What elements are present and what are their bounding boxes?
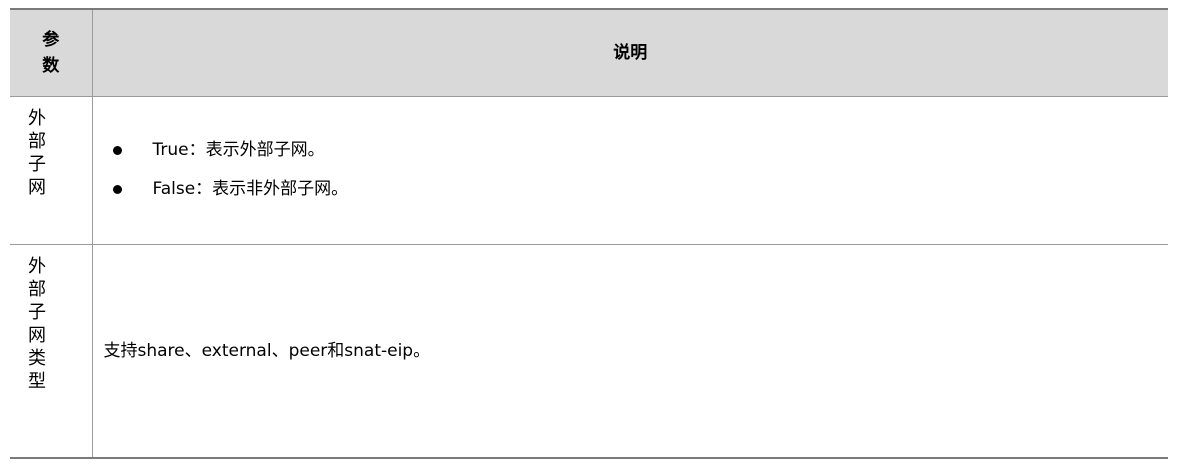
- bullet-list: True：表示外部子网。 False：表示非外部子网。: [104, 131, 1169, 209]
- header-param: 参数: [10, 8, 93, 97]
- list-item-text: True：表示外部子网。: [152, 140, 325, 160]
- table-row: 外部子网类型 支持share、external、peer和snat-eip。: [10, 244, 1168, 459]
- param-cell: 外部子网类型: [10, 244, 93, 459]
- bullet-icon: [112, 185, 122, 194]
- list-item: True：表示外部子网。: [104, 131, 1169, 170]
- description-cell: 支持share、external、peer和snat-eip。: [92, 244, 1168, 459]
- list-item-text: False：表示非外部子网。: [152, 179, 349, 199]
- table-row: 外部子网 True：表示外部子网。 False：表示非外部子网。: [10, 96, 1169, 245]
- bullet-icon: [112, 146, 122, 155]
- param-label: 外部子网类型: [28, 255, 46, 392]
- header-description: 说明: [92, 8, 1168, 97]
- param-label: 外部子网: [28, 107, 46, 198]
- parameter-table: 参数 说明 外部子网 True：表示外部子网。 False：表示非外: [10, 8, 1168, 459]
- description-text: 支持share、external、peer和snat-eip。: [103, 340, 431, 361]
- description-cell: True：表示外部子网。 False：表示非外部子网。: [92, 96, 1169, 245]
- header-param-label: 参数: [42, 29, 60, 76]
- header-description-label: 说明: [613, 42, 648, 63]
- list-item: False：表示非外部子网。: [104, 170, 1169, 209]
- param-cell: 外部子网: [10, 96, 93, 245]
- table-header-row: 参数 说明: [10, 8, 1168, 97]
